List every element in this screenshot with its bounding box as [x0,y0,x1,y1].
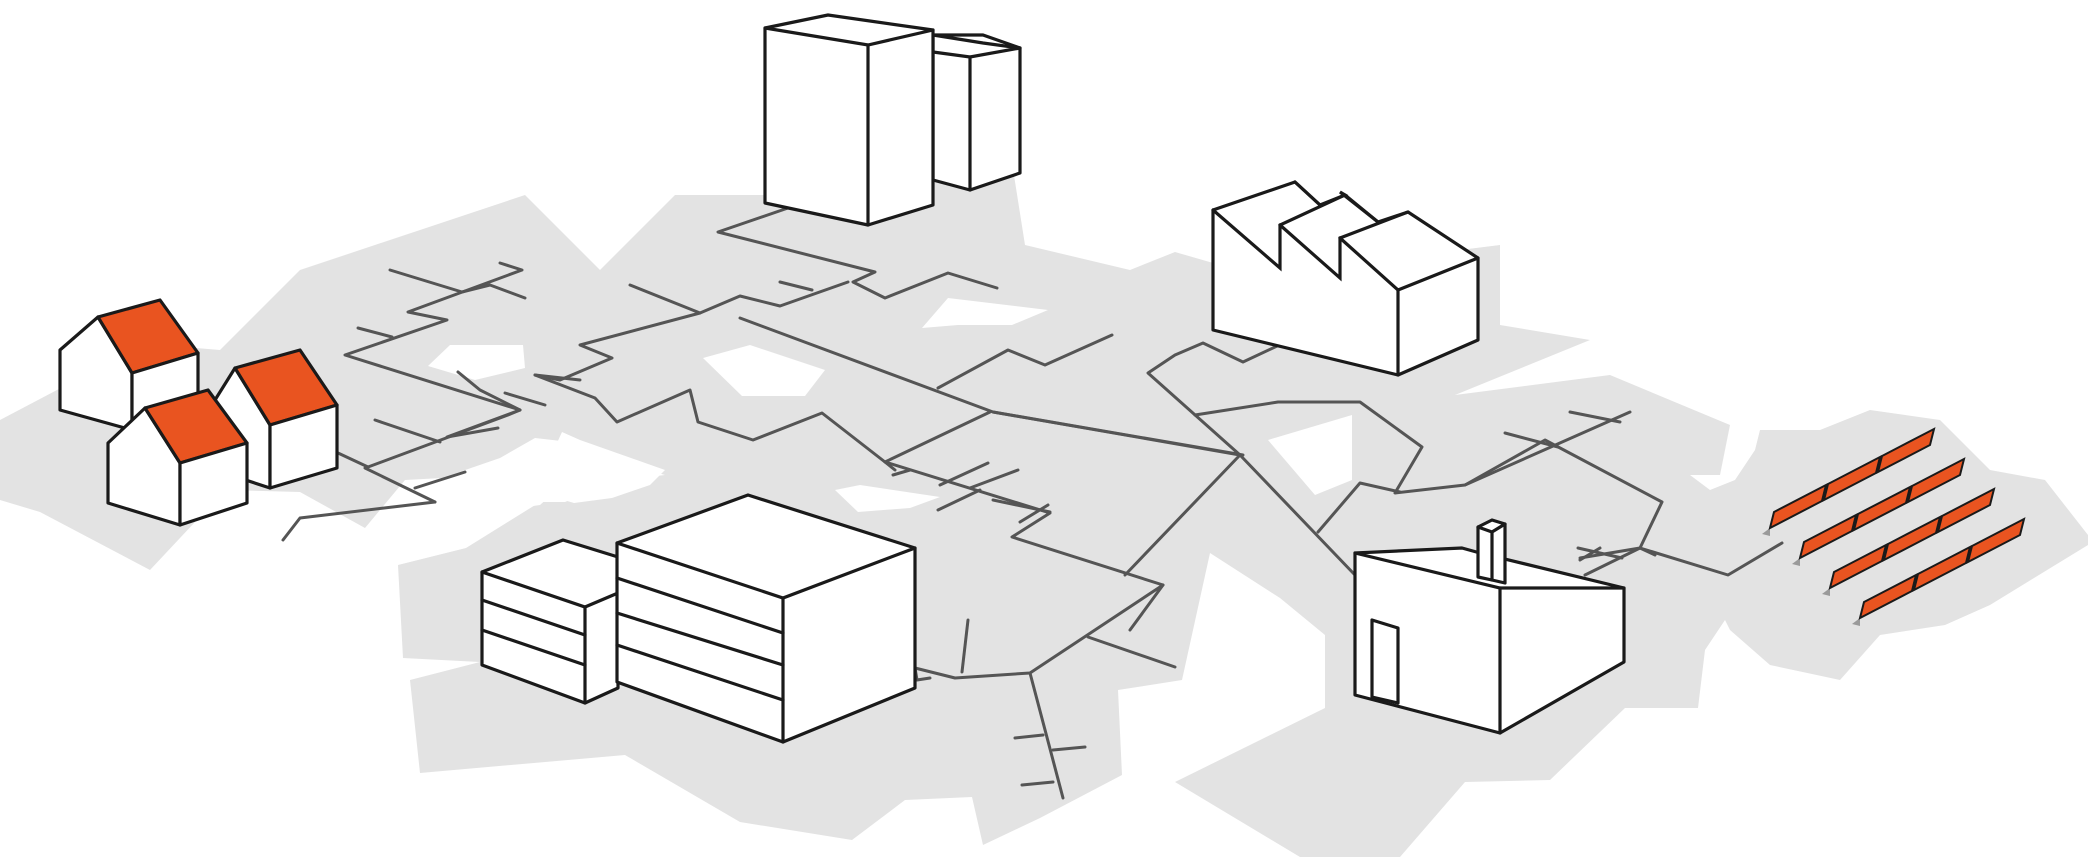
heat-network-pipes [281,206,1784,800]
solar-row-shadow [1822,588,1830,596]
apartment-block-icon [480,493,917,744]
solar-panel [1906,457,1966,504]
solar-panel-array-icon [1762,427,2026,626]
solar-panel [1966,517,2026,564]
sawtooth-factory-icon [1211,180,1480,377]
solar-row-shadow [1762,528,1770,536]
houses-with-orange-roofs-icon [58,298,339,527]
ground-area [0,150,2088,857]
solar-panel [1798,513,1858,560]
solar-panel [1876,427,1936,474]
workshop-with-chimney-icon [1353,518,1626,735]
solar-panel [1858,573,1918,620]
solar-panel [1828,543,1888,590]
ground-gaps [428,298,1352,512]
office-towers-icon [763,13,1022,227]
solar-panel [1852,485,1912,532]
solar-row-shadow [1792,558,1800,566]
solar-panel [1822,455,1882,502]
solar-row-shadow [1852,618,1860,626]
solar-panel [1768,483,1828,530]
solar-panel [1882,515,1942,562]
solar-panel [1912,545,1972,592]
solar-panel [1936,487,1996,534]
